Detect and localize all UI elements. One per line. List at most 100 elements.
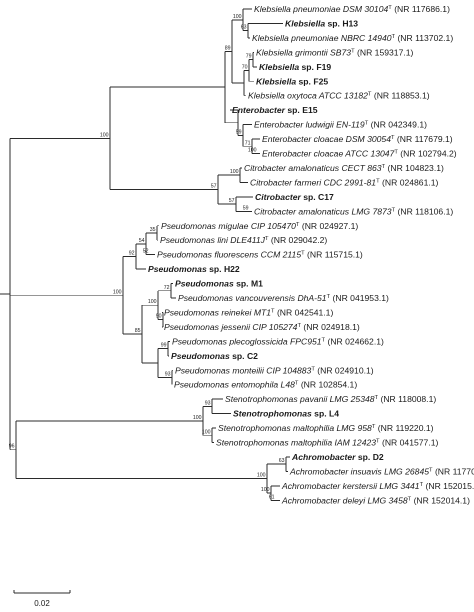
strain-name: migulae CIP 105470 <box>216 221 296 231</box>
strain-name: ludwigii EN-119 <box>303 120 365 130</box>
type-strain-mark: T <box>375 395 379 401</box>
bootstrap-value: 63 <box>241 25 247 31</box>
bootstrap-value: 71 <box>245 140 251 146</box>
type-strain-mark: T <box>311 366 315 372</box>
accession-number: (NR 024662.1) <box>325 336 384 346</box>
bootstrap-value: 100 <box>261 487 270 493</box>
isolate-label: Enterobacter sp. E15 <box>232 105 318 115</box>
type-strain-mark: T <box>295 381 299 387</box>
accession-number: (NR 024918.1) <box>301 322 360 332</box>
reference-strain-label: Pseudomonas vancouverensis DhA-51T (NR 0… <box>178 293 389 303</box>
genus-name: Achromobacter <box>291 452 356 462</box>
genus-name: Stenotrophomonas <box>225 394 298 404</box>
bootstrap-value: 93 <box>205 400 211 406</box>
strain-name: sp. F19 <box>299 62 331 72</box>
genus-name: Klebsiella <box>254 4 291 14</box>
strain-name: pneumoniae NBRC 14940 <box>289 33 392 43</box>
type-strain-mark: T <box>296 222 300 228</box>
strain-name: sp. C2 <box>230 351 258 361</box>
genus-name: Achromobacter <box>289 466 349 476</box>
strain-name: reinekei MT1 <box>219 307 271 317</box>
genus-name: Pseudomonas <box>164 322 220 332</box>
bootstrap-value: 92 <box>129 250 135 256</box>
bootstrap-value: 100 <box>193 415 202 421</box>
genus-name: Achromobacter <box>281 481 341 491</box>
isolate-label: Pseudomonas sp. C2 <box>171 351 258 361</box>
reference-strain-label: Citrobacter farmeri CDC 2991-81T (NR 024… <box>250 177 439 187</box>
type-strain-mark: T <box>351 48 355 54</box>
accession-number: (NR 118008.1) <box>378 394 436 404</box>
accession-number: (NR 119220.1) <box>375 423 433 433</box>
strain-name: cloacae DSM 30054 <box>311 134 391 144</box>
accession-number: (NR 029042.2) <box>269 235 328 245</box>
reference-strain-label: Achromobacter kerstersii LMG 3441T (NR 1… <box>281 481 474 491</box>
scale-bar: 0.02 <box>13 590 71 608</box>
strain-name: monteilii CIP 104883 <box>230 365 312 375</box>
genus-name: Pseudomonas <box>178 293 234 303</box>
reference-strain-label: Pseudomonas fluorescens CCM 2115T (NR 11… <box>157 250 363 260</box>
type-strain-mark: T <box>372 424 376 430</box>
bootstrap-value: 100 <box>233 14 242 20</box>
type-strain-mark: T <box>420 482 424 488</box>
accession-number: (NR 159317.1) <box>355 47 414 57</box>
genus-name: Pseudomonas <box>175 279 234 289</box>
strain-name: sp. D2 <box>356 452 384 462</box>
bootstrap-value: 96 <box>9 444 15 450</box>
genus-name: Stenotrophomonas <box>216 438 289 448</box>
bootstrap-value: 99 <box>161 343 167 349</box>
strain-name: jessenii CIP 105274 <box>219 322 298 332</box>
reference-strain-label: Citrobacter amalonaticus CECT 863T (NR 1… <box>244 163 444 173</box>
type-strain-mark: T <box>365 121 369 127</box>
tree-branches <box>0 8 290 501</box>
strain-name: plecoglossicida FPC951 <box>227 336 322 346</box>
type-strain-mark: T <box>388 5 392 11</box>
type-strain-mark: T <box>394 150 398 156</box>
scale-bar-label: 0.02 <box>34 599 50 608</box>
type-strain-mark: T <box>392 34 396 40</box>
genus-name: Pseudomonas <box>175 365 231 375</box>
genus-name: Achromobacter <box>281 495 341 505</box>
bootstrap-value: 61 <box>269 494 275 500</box>
bootstrap-value: 57 <box>229 198 235 204</box>
reference-strain-label: Pseudomonas entomophila L48T (NR 102854.… <box>174 380 357 390</box>
genus-name: Citrobacter <box>244 163 287 173</box>
strain-name: entomophila L48 <box>229 380 295 390</box>
bootstrap-value: 59 <box>236 129 242 135</box>
reference-strain-label: Klebsiella pneumoniae DSM 30104T (NR 117… <box>254 4 450 14</box>
strain-name: sp. H13 <box>325 18 358 28</box>
strain-name: lini DLE411J <box>215 235 266 245</box>
bootstrap-value: 52 <box>143 249 149 255</box>
accession-number: (NR 117706.1) <box>433 466 474 476</box>
genus-name: Citrobacter <box>254 206 297 216</box>
genus-name: Pseudomonas <box>171 351 230 361</box>
genus-name: Stenotrophomonas <box>233 409 312 419</box>
isolate-label: Klebsiella sp. F19 <box>259 62 331 72</box>
genus-name: Klebsiella <box>256 76 296 86</box>
bootstrap-value: 85 <box>135 328 141 334</box>
genus-name: Pseudomonas <box>161 221 217 231</box>
strain-name: farmeri CDC 2991-81 <box>292 177 376 187</box>
isolate-label: Citrobacter sp. C17 <box>255 192 334 202</box>
bootstrap-value: 100 <box>257 473 266 479</box>
genus-name: Citrobacter <box>250 177 293 187</box>
bootstrap-value: 100 <box>248 148 257 154</box>
accession-number: (NR 024861.1) <box>380 177 439 187</box>
reference-strain-label: Stenotrophomonas maltophilia LMG 958T (N… <box>218 423 434 433</box>
strain-name: pavanii LMG 25348 <box>298 394 375 404</box>
accession-number: (NR 118106.1) <box>395 206 453 216</box>
accession-number: (NR 115715.1) <box>305 250 363 260</box>
reference-strain-label: Achromobacter insuavis LMG 26845T (NR 11… <box>289 466 474 476</box>
accession-number: (NR 041577.1) <box>380 438 439 448</box>
reference-strain-label: Pseudomonas jessenii CIP 105274T (NR 024… <box>164 322 360 332</box>
type-strain-mark: T <box>392 207 396 213</box>
strain-name: vancouverensis DhA-51 <box>233 293 327 303</box>
bootstrap-value: 90 <box>156 314 162 320</box>
accession-number: (NR 118853.1) <box>371 91 429 101</box>
bootstrap-value: 59 <box>243 205 249 211</box>
bootstrap-value: 70 <box>242 64 248 70</box>
genus-name: Pseudomonas <box>172 336 228 346</box>
reference-strain-label: Pseudomonas monteilii CIP 104883T (NR 02… <box>175 365 374 375</box>
bootstrap-value: 89 <box>225 45 231 51</box>
reference-strain-label: Stenotrophomonas pavanii LMG 25348T (NR … <box>225 394 436 404</box>
